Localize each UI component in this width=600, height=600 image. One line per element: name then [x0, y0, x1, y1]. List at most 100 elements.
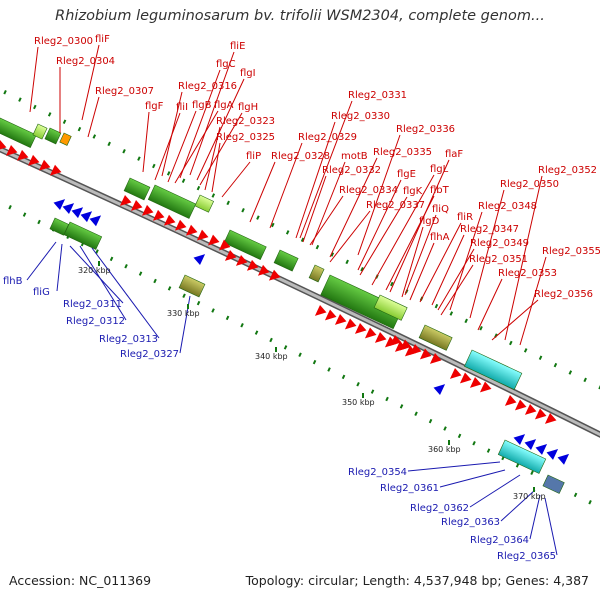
forward-gene-arrow[interactable] — [469, 377, 483, 392]
forward-gene-arrow[interactable] — [49, 164, 63, 180]
gene-label-flir[interactable]: fliR — [457, 212, 473, 223]
forward-gene-arrow[interactable] — [479, 381, 493, 397]
forward-gene-arrow[interactable] — [196, 229, 210, 245]
gene-label-flii[interactable]: fliI — [176, 102, 188, 113]
forward-gene-arrow[interactable] — [399, 339, 413, 355]
gene-label-rleg2_0355[interactable]: Rleg2_0355 — [542, 246, 600, 257]
gene-label-rleg2_0337[interactable]: Rleg2_0337 — [366, 200, 425, 211]
forward-gene-arrow[interactable] — [141, 204, 155, 220]
forward-gene-arrow[interactable] — [514, 399, 528, 415]
forward-gene-arrow[interactable] — [459, 372, 473, 388]
forward-gene-arrow[interactable] — [364, 327, 378, 343]
forward-gene-arrow[interactable] — [334, 314, 348, 329]
gene-label-rleg2_0352[interactable]: Rleg2_0352 — [538, 165, 597, 176]
reverse-gene-arrow[interactable] — [70, 203, 84, 219]
forward-gene-arrow[interactable] — [246, 259, 260, 275]
forward-gene-arrow[interactable] — [163, 214, 177, 230]
forward-gene-arrow[interactable] — [218, 239, 232, 255]
reverse-gene-arrow[interactable] — [523, 435, 537, 450]
forward-gene-arrow[interactable] — [534, 408, 548, 424]
forward-gene-arrow[interactable] — [257, 264, 271, 280]
gene-label-rleg2_0351[interactable]: Rleg2_0351 — [469, 254, 528, 265]
forward-gene-arrow[interactable] — [324, 309, 338, 325]
gene-label-rleg2_0313[interactable]: Rleg2_0313 — [99, 334, 158, 345]
gene-label-flgk[interactable]: flgK — [403, 186, 423, 197]
reverse-gene-arrow[interactable] — [432, 380, 446, 395]
forward-gene-arrow[interactable] — [38, 159, 52, 175]
forward-gene-arrow[interactable] — [429, 353, 443, 368]
gene-label-rleg2_0365[interactable]: Rleg2_0365 — [497, 551, 556, 562]
forward-gene-arrow[interactable] — [524, 404, 538, 419]
gene-label-flif[interactable]: fliF — [95, 34, 110, 45]
reverse-gene-arrow[interactable] — [61, 199, 75, 215]
forward-gene-arrow[interactable] — [27, 154, 41, 170]
gene-label-flip[interactable]: fliP — [246, 151, 261, 162]
reverse-gene-arrow[interactable] — [192, 250, 206, 265]
forward-gene-arrow[interactable] — [344, 318, 358, 334]
forward-gene-arrow[interactable] — [16, 149, 30, 165]
gene-label-flaf[interactable]: flaF — [445, 149, 463, 160]
gene-label-rleg2_0364[interactable]: Rleg2_0364 — [470, 535, 529, 546]
reverse-gene-arrow[interactable] — [52, 195, 66, 210]
forward-gene-arrow[interactable] — [152, 209, 166, 225]
gene-label-rleg2_0327[interactable]: Rleg2_0327 — [120, 349, 179, 360]
forward-gene-arrow[interactable] — [544, 413, 558, 428]
reverse-gene-arrow[interactable] — [545, 445, 559, 460]
gene-label-rleg2_0311[interactable]: Rleg2_0311 — [63, 299, 122, 310]
reverse-gene-arrows[interactable] — [52, 195, 570, 465]
forward-gene-arrows[interactable] — [0, 140, 558, 428]
forward-gene-arrow[interactable] — [130, 199, 144, 215]
gene-label-rleg2_0334[interactable]: Rleg2_0334 — [339, 185, 398, 196]
gene-label-rleg2_0348[interactable]: Rleg2_0348 — [478, 201, 537, 212]
reverse-gene-arrow[interactable] — [512, 430, 526, 445]
forward-gene-arrow[interactable] — [235, 254, 249, 270]
reverse-gene-labels[interactable]: flhBfliGRleg2_0311Rleg2_0312Rleg2_0313Rl… — [3, 276, 556, 562]
gene-label-flga[interactable]: flgA — [214, 100, 234, 111]
gene-label-flgd[interactable]: flgD — [419, 216, 440, 227]
gene-label-flgf[interactable]: flgF — [145, 101, 164, 112]
gene-label-rleg2_0350[interactable]: Rleg2_0350 — [500, 179, 559, 190]
forward-gene-arrow[interactable] — [449, 368, 463, 383]
gene-label-flgi[interactable]: flgI — [240, 68, 256, 79]
gene-label-rleg2_0336[interactable]: Rleg2_0336 — [396, 124, 455, 135]
gene-label-flgc[interactable]: flgC — [216, 59, 236, 70]
gene-label-rleg2_0330[interactable]: Rleg2_0330 — [331, 111, 390, 122]
gene-label-rleg2_0316[interactable]: Rleg2_0316 — [178, 81, 237, 92]
gene-label-rleg2_0300[interactable]: Rleg2_0300 — [34, 36, 93, 47]
gene-label-flbt[interactable]: flbT — [430, 185, 450, 196]
gene-label-rleg2_0328[interactable]: Rleg2_0328 — [271, 151, 330, 162]
gene-label-flgl[interactable]: flgL — [430, 164, 449, 175]
gene-label-motb[interactable]: motB — [341, 151, 368, 162]
forward-gene-arrow[interactable] — [224, 250, 238, 265]
gene-label-rleg2_0356[interactable]: Rleg2_0356 — [534, 289, 593, 300]
forward-gene-arrow[interactable] — [5, 144, 19, 160]
gene-label-fliq[interactable]: fliQ — [432, 204, 449, 215]
gene-label-rleg2_0307[interactable]: Rleg2_0307 — [95, 86, 154, 97]
gene-label-flie[interactable]: fliE — [230, 41, 245, 52]
forward-gene-arrow[interactable] — [268, 269, 282, 285]
gene-label-flhb[interactable]: flhB — [3, 276, 23, 287]
gene-label-flha[interactable]: flhA — [430, 232, 450, 243]
forward-gene-arrow[interactable] — [207, 234, 221, 250]
gene-label-rleg2_0312[interactable]: Rleg2_0312 — [66, 316, 125, 327]
gene-label-rleg2_0323[interactable]: Rleg2_0323 — [216, 116, 275, 127]
gene-label-rleg2_0363[interactable]: Rleg2_0363 — [441, 517, 500, 528]
gene-label-rleg2_0325[interactable]: Rleg2_0325 — [216, 132, 275, 143]
gene-label-rleg2_0335[interactable]: Rleg2_0335 — [373, 147, 432, 158]
reverse-gene-arrow[interactable] — [556, 450, 570, 465]
forward-gene-arrow[interactable] — [185, 224, 199, 240]
gene-label-flge[interactable]: flgE — [397, 169, 416, 180]
gene-label-rleg2_0353[interactable]: Rleg2_0353 — [498, 268, 557, 279]
forward-gene-arrow[interactable] — [119, 195, 133, 210]
forward-gene-arrow[interactable] — [409, 344, 423, 359]
gene-label-rleg2_0361[interactable]: Rleg2_0361 — [380, 483, 439, 494]
gene-label-rleg2_0347[interactable]: Rleg2_0347 — [460, 224, 519, 235]
forward-gene-arrow[interactable] — [174, 219, 188, 235]
forward-gene-arrow[interactable] — [0, 140, 8, 155]
gene-label-rleg2_0304[interactable]: Rleg2_0304 — [56, 56, 115, 67]
gene-label-rleg2_0329[interactable]: Rleg2_0329 — [298, 132, 357, 143]
forward-gene-arrow[interactable] — [389, 335, 403, 350]
reverse-gene-arrow[interactable] — [534, 440, 548, 455]
